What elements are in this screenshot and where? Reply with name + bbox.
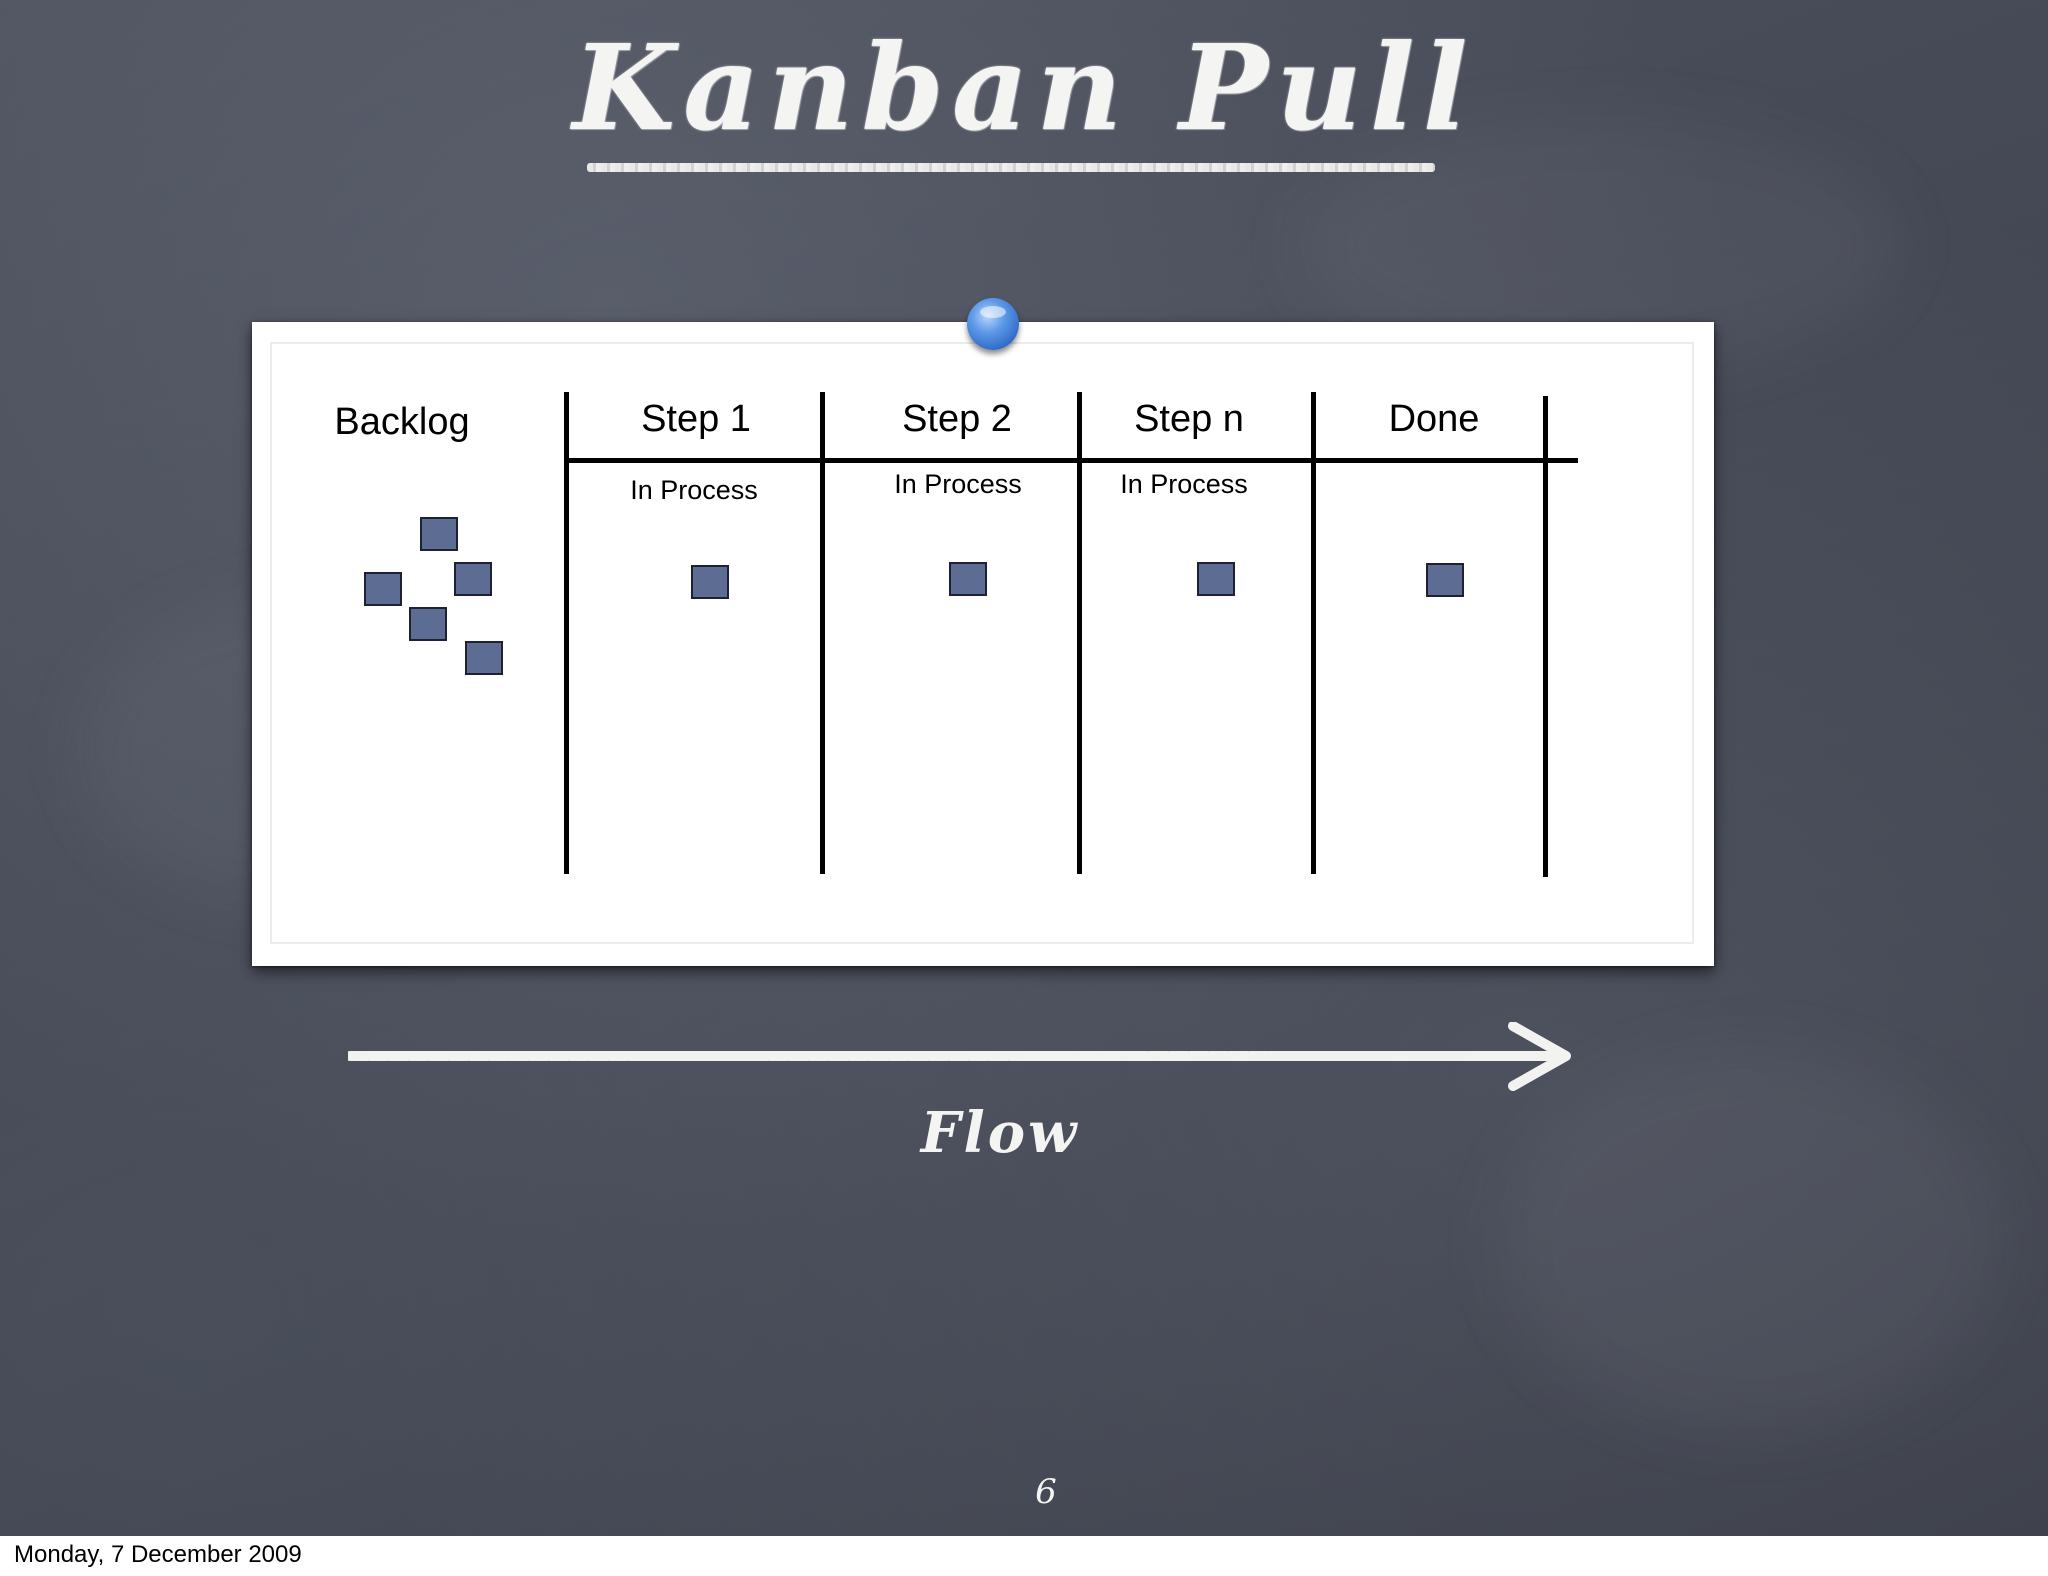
column-heading-step-2: Step 2: [902, 398, 1012, 440]
flow-label: Flow: [920, 1100, 1080, 1166]
kanban-card: [454, 562, 492, 596]
column-heading-step-n: Step n: [1134, 398, 1244, 440]
kanban-card: [1197, 562, 1235, 596]
column-heading-step-1: Step 1: [641, 398, 751, 440]
kanban-card: [465, 641, 503, 675]
in-process-label: In Process: [894, 469, 1022, 499]
page-number: 6: [1035, 1472, 1057, 1512]
column-heading-done: Done: [1388, 398, 1480, 440]
kanban-card: [364, 572, 402, 606]
board-column-divider: [1311, 392, 1316, 874]
board-column-divider: [1077, 392, 1082, 874]
kanban-card: [409, 607, 447, 641]
footer-date: Monday, 7 December 2009: [14, 1541, 302, 1568]
board-header-line: [566, 458, 1578, 463]
board-column-divider: [820, 392, 825, 874]
kanban-card: [1426, 563, 1464, 597]
chalkboard-slide: Kanban Pull Backlog Step 1 Step 2 Step n…: [0, 0, 2048, 1536]
kanban-card: [949, 562, 987, 596]
chalk-smudge: [1500, 1050, 2000, 1430]
slide-title: Kanban Pull: [572, 18, 1476, 157]
board-column-divider: [564, 392, 569, 874]
in-process-label: In Process: [630, 475, 758, 505]
column-heading-backlog: Backlog: [334, 401, 470, 443]
kanban-card: [420, 517, 458, 551]
flow-arrow-icon: [348, 1022, 1571, 1091]
in-process-label: In Process: [1120, 469, 1248, 499]
pushpin-highlight: [980, 306, 1006, 318]
title-underline: [587, 163, 1435, 172]
board-column-divider: [1543, 396, 1548, 877]
kanban-card: [691, 565, 729, 599]
